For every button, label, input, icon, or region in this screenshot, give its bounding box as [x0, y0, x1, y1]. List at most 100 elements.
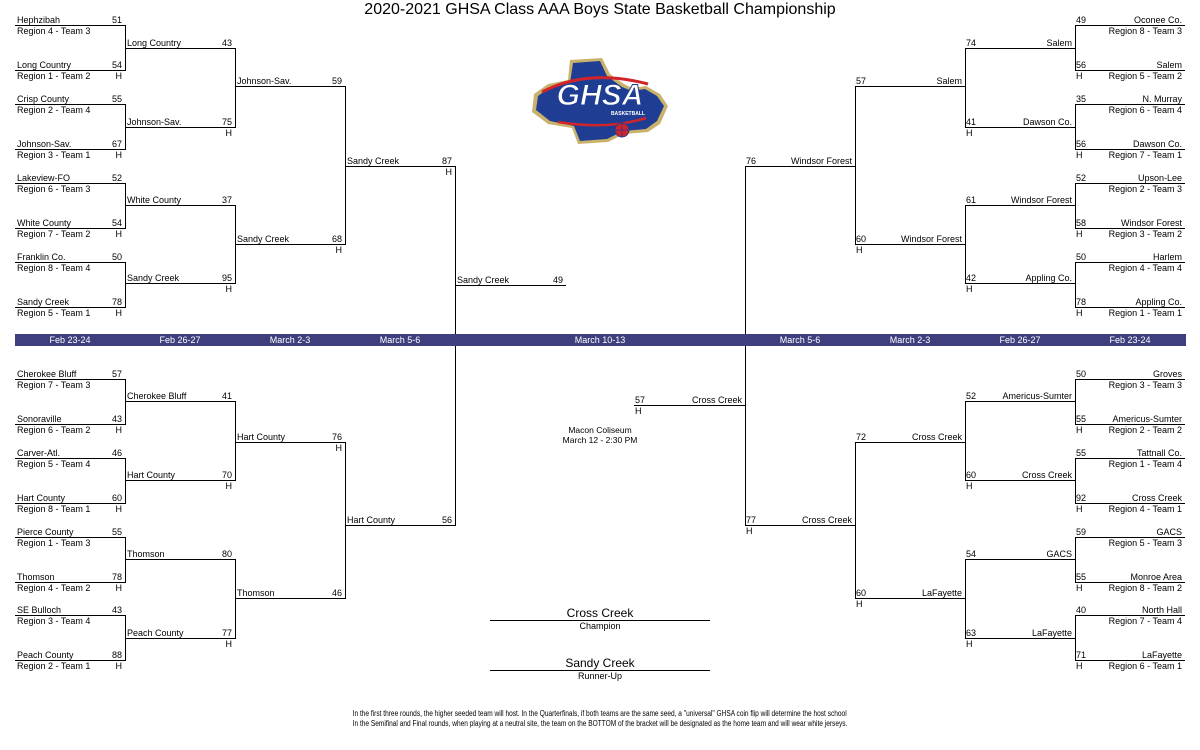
team-slot-line	[745, 166, 855, 167]
home-indicator: H	[1076, 661, 1083, 671]
team-name: Peach County	[127, 628, 184, 638]
team-name: Thomson	[237, 588, 275, 598]
champion-label: Champion	[579, 621, 621, 631]
team-name: Hephzibah	[17, 15, 61, 25]
bracket-connector	[235, 48, 236, 128]
bracket-connector	[125, 379, 126, 425]
team-score: 59	[331, 76, 342, 86]
team-slot-line	[1075, 582, 1185, 583]
home-indicator: H	[225, 284, 233, 294]
team-slot-line	[15, 537, 125, 538]
round-date-label: March 2-3	[269, 335, 311, 345]
bracket-connector	[125, 537, 126, 583]
ghsa-basketball-logo-icon: GHSA BASKETBALL	[532, 58, 668, 144]
footer-note: In the Semifinal and Final rounds, when …	[352, 719, 848, 728]
team-score: 67	[111, 139, 122, 149]
bracket-connector	[125, 458, 126, 504]
team-slot-line	[235, 598, 345, 599]
team-name: Johnson-Sav.	[237, 76, 292, 86]
team-name: Lakeview-FO	[17, 173, 71, 183]
team-score: 78	[1076, 297, 1087, 307]
team-name: Sonoraville	[17, 414, 62, 424]
team-slot-line	[15, 25, 125, 26]
team-name: Sandy Creek	[237, 234, 290, 244]
team-slot-line	[1075, 424, 1185, 425]
team-slot-line	[125, 638, 235, 639]
team-name: Cherokee Bluff	[17, 369, 77, 379]
bracket-connector	[1075, 262, 1076, 308]
team-slot-line	[15, 228, 125, 229]
home-indicator: H	[1076, 425, 1083, 435]
home-indicator: H	[115, 150, 123, 160]
final-venue: Macon Coliseum	[568, 425, 632, 435]
ghsa-logo: GHSA BASKETBALL	[528, 54, 672, 151]
team-region: Region 6 - Team 4	[1108, 105, 1182, 115]
team-score: 50	[1076, 252, 1087, 262]
round-date-label: March 5-6	[779, 335, 821, 345]
svg-text:GHSA: GHSA	[557, 79, 644, 112]
bracket-connector	[965, 559, 966, 639]
team-name: Sandy Creek	[17, 297, 70, 307]
team-score: 55	[111, 94, 122, 104]
home-indicator: H	[635, 406, 642, 416]
bracket-connector	[345, 86, 346, 245]
home-indicator: H	[856, 599, 863, 609]
team-slot-line	[855, 598, 965, 599]
runner-up-line	[490, 670, 710, 671]
team-score: 56	[1076, 139, 1087, 149]
team-score: 76	[331, 432, 342, 442]
team-region: Region 2 - Team 2	[1108, 425, 1182, 435]
team-region: Region 5 - Team 1	[17, 308, 91, 318]
bracket-connector	[1075, 379, 1076, 425]
team-score: 54	[111, 218, 122, 228]
team-slot-line	[15, 379, 125, 380]
team-name: Americus-Sumter	[1112, 414, 1182, 424]
team-score: 37	[221, 195, 232, 205]
team-slot-line	[125, 480, 235, 481]
team-score: 40	[1076, 605, 1087, 615]
footer-note: In the first three rounds, the higher se…	[352, 709, 847, 718]
team-name: Sandy Creek	[127, 273, 180, 283]
team-score: 78	[111, 297, 122, 307]
home-indicator: H	[966, 481, 973, 491]
team-score: 60	[111, 493, 122, 503]
home-indicator: H	[115, 504, 123, 514]
team-name: Johnson-Sav.	[127, 117, 182, 127]
team-slot-line	[15, 458, 125, 459]
team-region: Region 2 - Team 1	[17, 661, 91, 671]
team-slot-line	[1075, 149, 1185, 150]
team-slot-line	[1075, 537, 1185, 538]
team-slot-line	[1075, 70, 1185, 71]
home-indicator: H	[746, 526, 753, 536]
bracket-connector	[455, 166, 456, 526]
home-indicator: H	[335, 245, 343, 255]
team-region: Region 7 - Team 4	[1108, 616, 1182, 626]
team-region: Region 6 - Team 2	[17, 425, 91, 435]
home-indicator: H	[115, 71, 123, 81]
team-region: Region 2 - Team 3	[1108, 184, 1182, 194]
team-score: 52	[111, 173, 122, 183]
team-slot-line	[855, 442, 965, 443]
round-date-label: March 5-6	[379, 335, 421, 345]
home-indicator: H	[1076, 229, 1083, 239]
team-score: 70	[221, 470, 232, 480]
home-indicator: H	[1076, 308, 1083, 318]
team-region: Region 8 - Team 3	[1108, 26, 1182, 36]
bracket-connector	[965, 205, 966, 284]
team-name: Long Country	[17, 60, 72, 70]
home-indicator: H	[966, 128, 973, 138]
champion-line	[490, 620, 710, 621]
team-region: Region 1 - Team 2	[17, 71, 91, 81]
team-score: 78	[111, 572, 122, 582]
bracket-connector	[855, 86, 856, 245]
team-name: GACS	[1046, 549, 1072, 559]
team-score: 59	[1076, 527, 1087, 537]
team-name: White County	[17, 218, 72, 228]
svg-text:BASKETBALL: BASKETBALL	[611, 111, 645, 117]
team-region: Region 8 - Team 2	[1108, 583, 1182, 593]
team-score: 95	[221, 273, 232, 283]
team-score: 42	[966, 273, 977, 283]
team-slot-line	[15, 503, 125, 504]
team-score: 55	[111, 527, 122, 537]
team-name: GACS	[1156, 527, 1182, 537]
